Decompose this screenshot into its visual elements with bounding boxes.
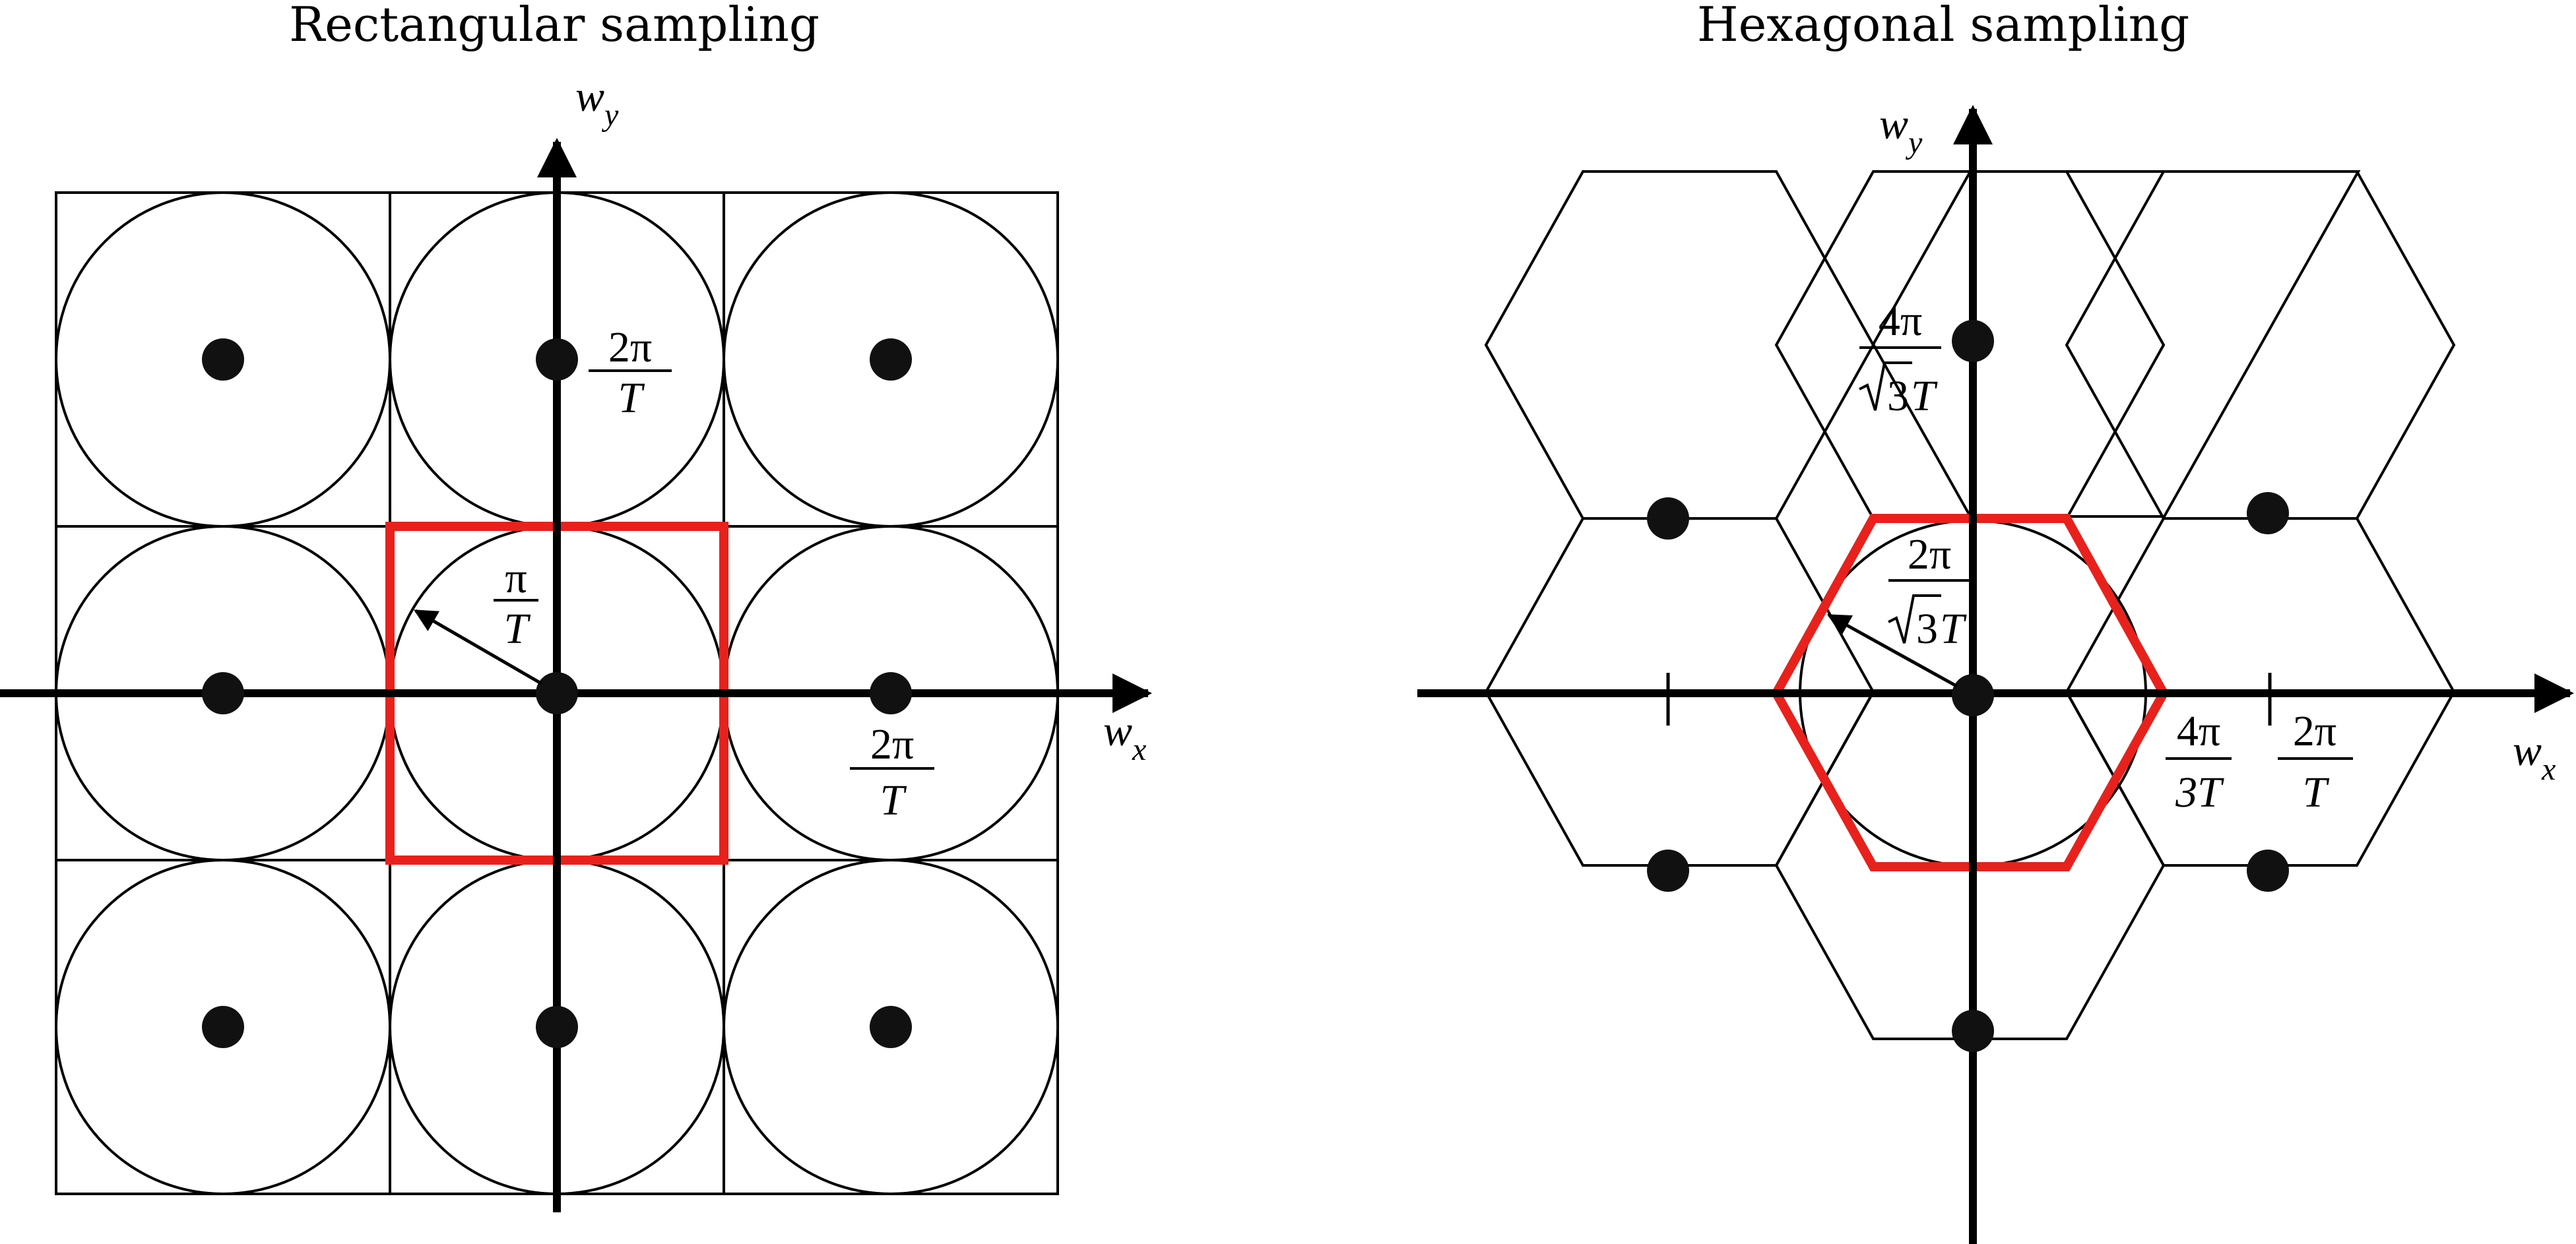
svg-text:T: T	[2303, 768, 2330, 817]
hex-spacing-y-label: 4π 3 T	[1859, 297, 1941, 420]
rect-axes	[0, 138, 1152, 1212]
sample-dot	[2247, 492, 2289, 534]
hex-x-axis-label: wx	[2513, 727, 2556, 787]
hex-axes	[1417, 105, 2574, 1244]
svg-text:T: T	[504, 605, 531, 653]
sample-dot	[870, 338, 912, 381]
hex-y-axis-label: wy	[1879, 100, 1923, 160]
sample-dot	[1952, 674, 1994, 716]
svg-text:2π: 2π	[2293, 707, 2336, 755]
spectrum-circle	[723, 859, 1059, 1195]
svg-text:T: T	[1940, 605, 1967, 653]
rect-spacing-x-label: 2π T	[850, 720, 934, 824]
hex-cell-upper-left	[1484, 170, 1875, 520]
svg-text:4π: 4π	[2177, 707, 2220, 755]
sample-dot	[1952, 320, 1994, 362]
sample-dot	[2247, 850, 2289, 892]
hex-samples	[1647, 320, 2289, 1052]
hex-title: Hexagonal sampling	[1697, 0, 2189, 52]
rect-samples	[202, 338, 912, 1048]
sample-dot	[202, 1006, 244, 1048]
hex-tick1-label: 4π 3T	[2166, 707, 2232, 817]
sample-dot	[870, 1006, 912, 1048]
svg-text:3: 3	[1887, 372, 1909, 420]
sample-dot	[870, 672, 912, 714]
svg-text:2π: 2π	[870, 720, 914, 768]
svg-text:2π: 2π	[1908, 530, 1951, 578]
sample-dot	[536, 672, 578, 714]
sample-dot	[1952, 1010, 1994, 1052]
svg-text:2π: 2π	[608, 323, 652, 371]
rect-x-axis-label: wx	[1103, 707, 1146, 767]
svg-text:T: T	[880, 776, 907, 824]
hex-radius-arrow	[1826, 613, 1958, 688]
radical-sign	[1859, 361, 1912, 411]
rect-spacing-y-label: 2π T	[589, 323, 672, 422]
svg-text:π: π	[505, 554, 527, 602]
sample-dot	[536, 338, 578, 381]
svg-text:T: T	[618, 374, 645, 422]
sample-dot	[1647, 850, 1689, 892]
svg-text:4π: 4π	[1879, 297, 1922, 345]
hex-tick2-label: 2π T	[2278, 707, 2353, 817]
radical-sign	[1888, 594, 1941, 644]
rectangular-panel: Rectangular sampling	[0, 0, 1152, 1212]
hex-cell-top	[1871, 170, 2361, 518]
rect-y-axis-label: wy	[575, 73, 619, 133]
sample-dot	[202, 672, 244, 714]
svg-text:T: T	[1911, 372, 1938, 420]
sample-dot	[202, 338, 244, 381]
svg-text:3T: 3T	[2175, 768, 2224, 817]
sample-dot	[536, 1006, 578, 1048]
sample-dot	[1647, 497, 1689, 540]
hex-radius-label: 2π 3 T	[1888, 530, 1970, 653]
rect-radius-label: π T	[494, 554, 538, 653]
rect-title: Rectangular sampling	[289, 0, 820, 52]
hexagonal-panel: Hexagonal sampling	[1417, 0, 2574, 1244]
svg-text:3: 3	[1916, 605, 1938, 653]
rect-radius-arrow	[413, 609, 542, 685]
